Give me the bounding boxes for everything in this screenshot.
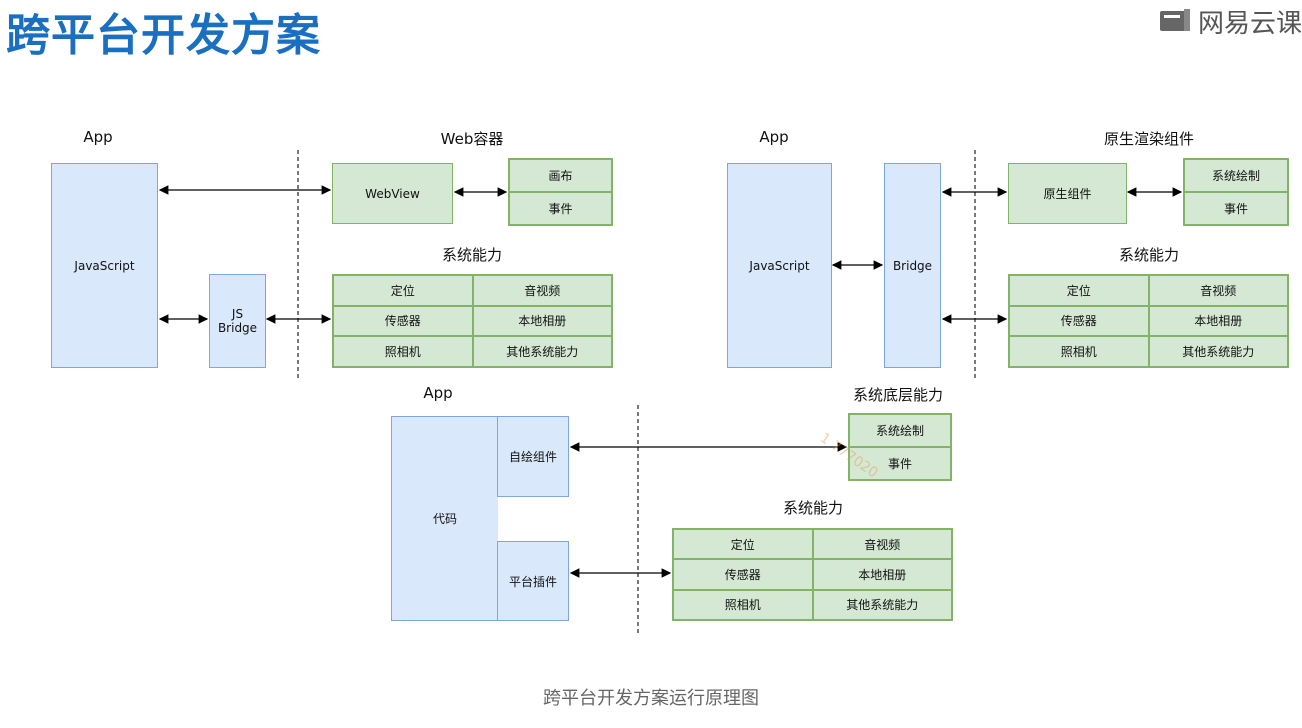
d3-system-draw-cell: 系统绘制 bbox=[849, 414, 951, 447]
d2-capability-grid: 定位 音视频 传感器 本地相册 照相机 其他系统能力 bbox=[1008, 274, 1289, 368]
d3-code-box: 代码 bbox=[391, 416, 498, 621]
d2-system-draw-cell: 系统绘制 bbox=[1184, 159, 1288, 192]
capability-cell: 音视频 bbox=[1148, 275, 1288, 306]
capability-cell: 音视频 bbox=[812, 529, 952, 560]
capability-cell: 传感器 bbox=[333, 305, 473, 337]
d2-app-label: App bbox=[759, 128, 789, 146]
d2-event-cell: 事件 bbox=[1184, 192, 1288, 225]
d3-system-base-parts: 系统绘制 事件 bbox=[848, 413, 952, 481]
capability-cell: 本地相册 bbox=[1148, 305, 1288, 337]
d1-web-container-label: Web容器 bbox=[440, 130, 504, 148]
brand-logo: 网易云课 bbox=[1158, 6, 1302, 39]
d1-capability-label: 系统能力 bbox=[441, 246, 503, 264]
d3-self-draw-box: 自绘组件 bbox=[497, 416, 569, 497]
d3-platform-plugin-box: 平台插件 bbox=[497, 541, 569, 621]
d1-js-bridge-line1: JS bbox=[231, 307, 244, 321]
capability-cell: 其他系统能力 bbox=[812, 589, 952, 620]
capability-cell: 传感器 bbox=[1009, 305, 1149, 337]
d1-js-bridge-box: JS Bridge bbox=[209, 274, 266, 368]
d1-app-label: App bbox=[83, 128, 113, 146]
d2-native-parts: 系统绘制 事件 bbox=[1183, 158, 1289, 226]
d2-native-render-label: 原生渲染组件 bbox=[1103, 130, 1195, 148]
d2-bridge-box: Bridge bbox=[884, 163, 941, 368]
capability-cell: 其他系统能力 bbox=[1148, 336, 1288, 367]
d1-javascript-box: JavaScript bbox=[51, 163, 158, 368]
capability-cell: 其他系统能力 bbox=[472, 336, 612, 367]
diagram-caption: 跨平台开发方案运行原理图 bbox=[543, 688, 759, 709]
d2-capability-label: 系统能力 bbox=[1118, 246, 1180, 264]
capability-cell: 定位 bbox=[333, 275, 473, 306]
brand-name: 网易云课 bbox=[1197, 8, 1302, 39]
d1-webview-box: WebView bbox=[332, 163, 453, 224]
d1-canvas-cell: 画布 bbox=[509, 159, 612, 192]
d3-app-label: App bbox=[423, 384, 453, 402]
d1-event-cell: 事件 bbox=[509, 192, 612, 225]
page-title: 跨平台开发方案 bbox=[6, 10, 321, 61]
capability-cell: 照相机 bbox=[1009, 336, 1149, 367]
capability-cell: 传感器 bbox=[673, 559, 813, 590]
d3-capability-grid: 定位 音视频 传感器 本地相册 照相机 其他系统能力 bbox=[672, 528, 953, 621]
capability-cell: 音视频 bbox=[472, 275, 612, 306]
capability-cell: 定位 bbox=[673, 529, 813, 560]
d1-js-bridge-line2: Bridge bbox=[217, 321, 258, 335]
d3-capability-label: 系统能力 bbox=[782, 499, 844, 517]
d2-javascript-box: JavaScript bbox=[727, 163, 832, 368]
d1-capability-grid: 定位 音视频 传感器 本地相册 照相机 其他系统能力 bbox=[332, 274, 613, 368]
book-icon bbox=[1158, 7, 1192, 35]
d1-webview-parts: 画布 事件 bbox=[508, 158, 613, 226]
capability-cell: 照相机 bbox=[673, 589, 813, 620]
capability-cell: 照相机 bbox=[333, 336, 473, 367]
capability-cell: 本地相册 bbox=[812, 559, 952, 590]
d3-system-base-label: 系统底层能力 bbox=[852, 386, 944, 404]
d2-native-component-box: 原生组件 bbox=[1008, 163, 1127, 224]
d3-event-cell: 事件 bbox=[849, 447, 951, 480]
capability-cell: 定位 bbox=[1009, 275, 1149, 306]
capability-cell: 本地相册 bbox=[472, 305, 612, 337]
